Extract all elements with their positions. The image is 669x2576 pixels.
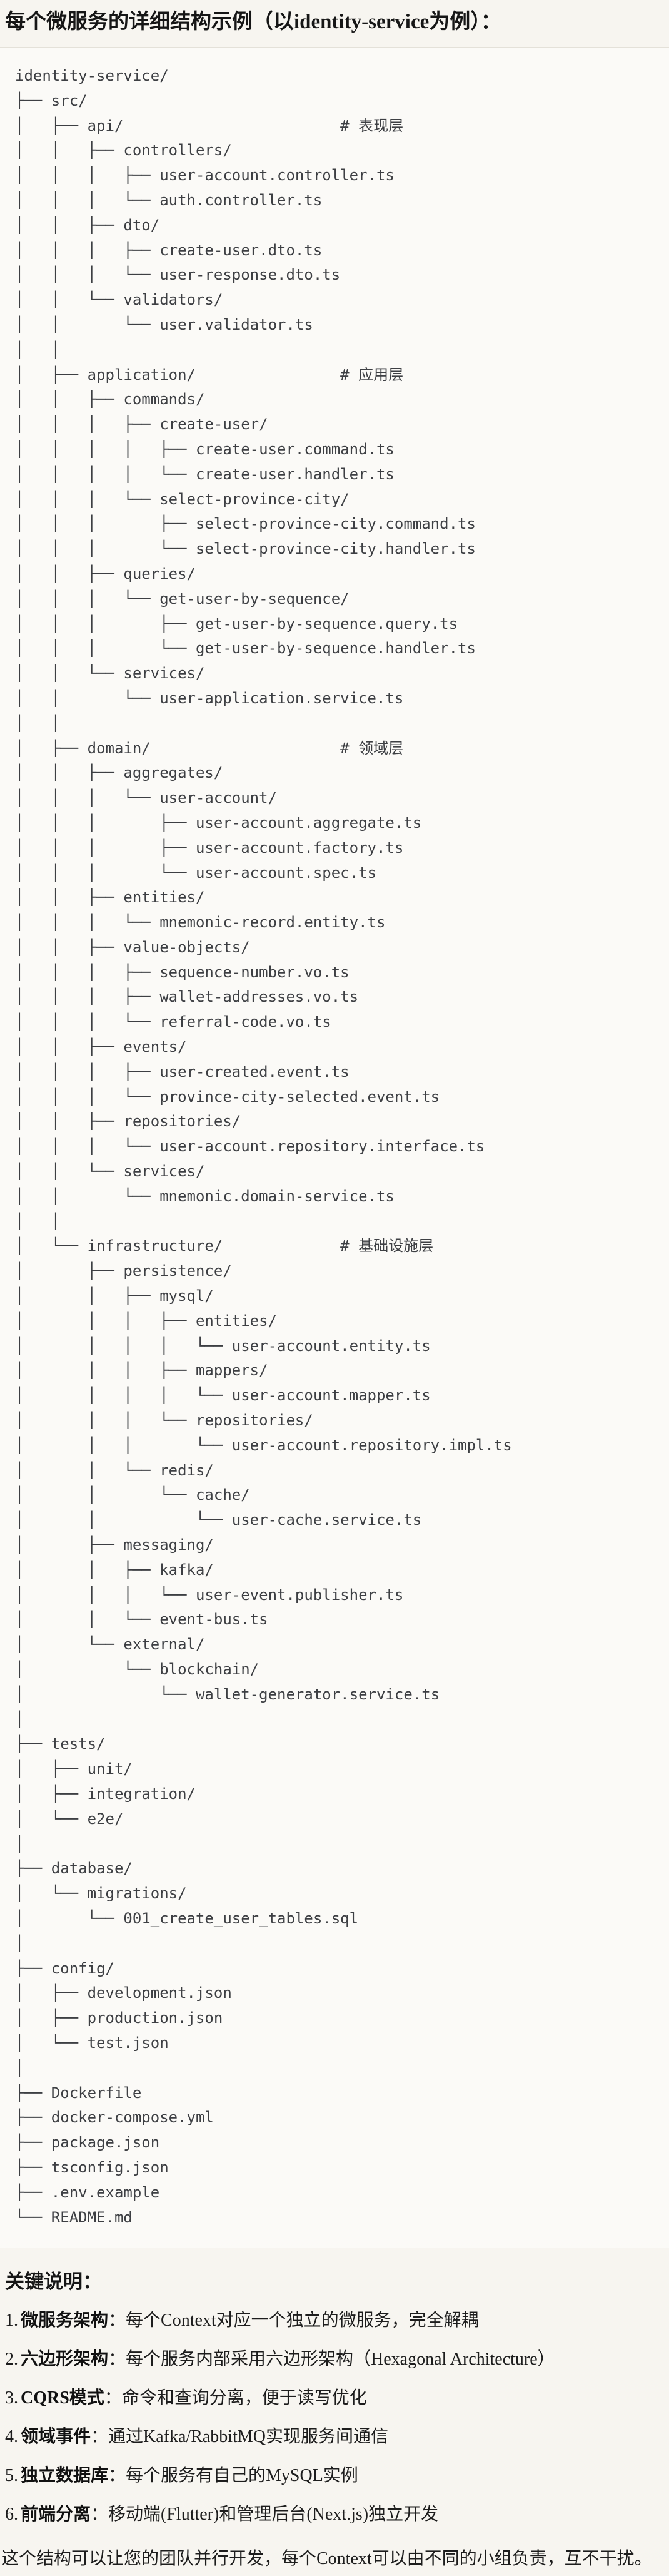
notes-list: 1.微服务架构：每个Context对应一个独立的微服务，完全解耦 2.六边形架构… (0, 2309, 669, 2525)
note-desc: ：每个Context对应一个独立的微服务，完全解耦 (108, 2311, 479, 2331)
note-desc: ：命令和查询分离，便于读写优化 (104, 2388, 367, 2408)
note-term: 领域事件 (21, 2427, 91, 2447)
notes-heading: 关键说明： (5, 2271, 102, 2293)
note-number: 2. (5, 2349, 18, 2370)
code-block: identity-service/ ├── src/ │ ├── api/ # … (0, 47, 669, 2249)
note-term: 六边形架构 (21, 2349, 109, 2370)
note-desc: ：每个服务有自己的MySQL实例 (108, 2466, 358, 2486)
note-number: 3. (5, 2388, 18, 2408)
note-number: 1. (5, 2311, 18, 2331)
note-term: CQRS模式 (21, 2388, 104, 2408)
page-title: 每个微服务的详细结构示例（以identity-service为例）： (5, 11, 501, 33)
note-desc: ：移动端(Flutter)和管理后台(Next.js)独立开发 (91, 2505, 439, 2525)
list-item: 2.六边形架构：每个服务内部采用六边形架构（Hexagonal Architec… (5, 2348, 669, 2370)
note-number: 4. (5, 2427, 18, 2447)
file-tree: identity-service/ ├── src/ │ ├── api/ # … (15, 67, 512, 2226)
note-desc: ：每个服务内部采用六边形架构（Hexagonal Architecture） (108, 2349, 555, 2370)
note-term: 独立数据库 (21, 2466, 109, 2486)
note-term: 微服务架构 (21, 2311, 109, 2331)
closing-paragraph: 这个结构可以让您的团队并行开发，每个Context可以由不同的小组负责，互不干扰… (1, 2549, 652, 2569)
list-item: 5.独立数据库：每个服务有自己的MySQL实例 (5, 2465, 669, 2487)
note-term: 前端分离 (21, 2505, 91, 2525)
list-item: 3.CQRS模式：命令和查询分离，便于读写优化 (5, 2387, 669, 2409)
list-item: 6.前端分离：移动端(Flutter)和管理后台(Next.js)独立开发 (5, 2503, 669, 2525)
note-number: 5. (5, 2466, 18, 2486)
note-desc: ：通过Kafka/RabbitMQ实现服务间通信 (91, 2427, 388, 2447)
note-number: 6. (5, 2505, 18, 2525)
list-item: 1.微服务架构：每个Context对应一个独立的微服务，完全解耦 (5, 2309, 669, 2331)
list-item: 4.领域事件：通过Kafka/RabbitMQ实现服务间通信 (5, 2426, 669, 2448)
